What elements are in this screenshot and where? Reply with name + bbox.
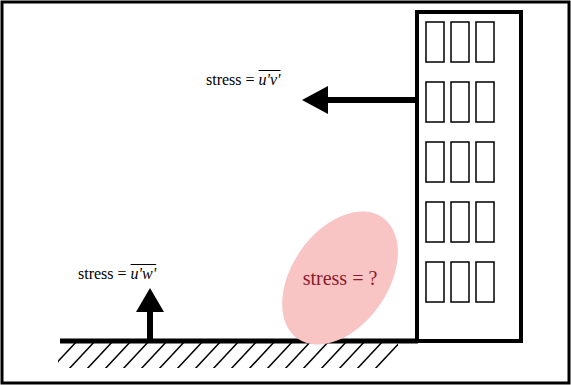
ground-line <box>60 339 418 344</box>
stress-arrow-wall <box>302 86 417 114</box>
stress-label: stress = u'v' <box>206 70 281 89</box>
stress-region: stress = ? <box>262 200 418 356</box>
ground-hatching <box>58 342 398 368</box>
region-label: stress = ? <box>262 266 418 290</box>
stress-label: stress = u'w' <box>78 264 156 283</box>
stress-arrow-ground <box>136 288 164 340</box>
building <box>417 12 521 341</box>
